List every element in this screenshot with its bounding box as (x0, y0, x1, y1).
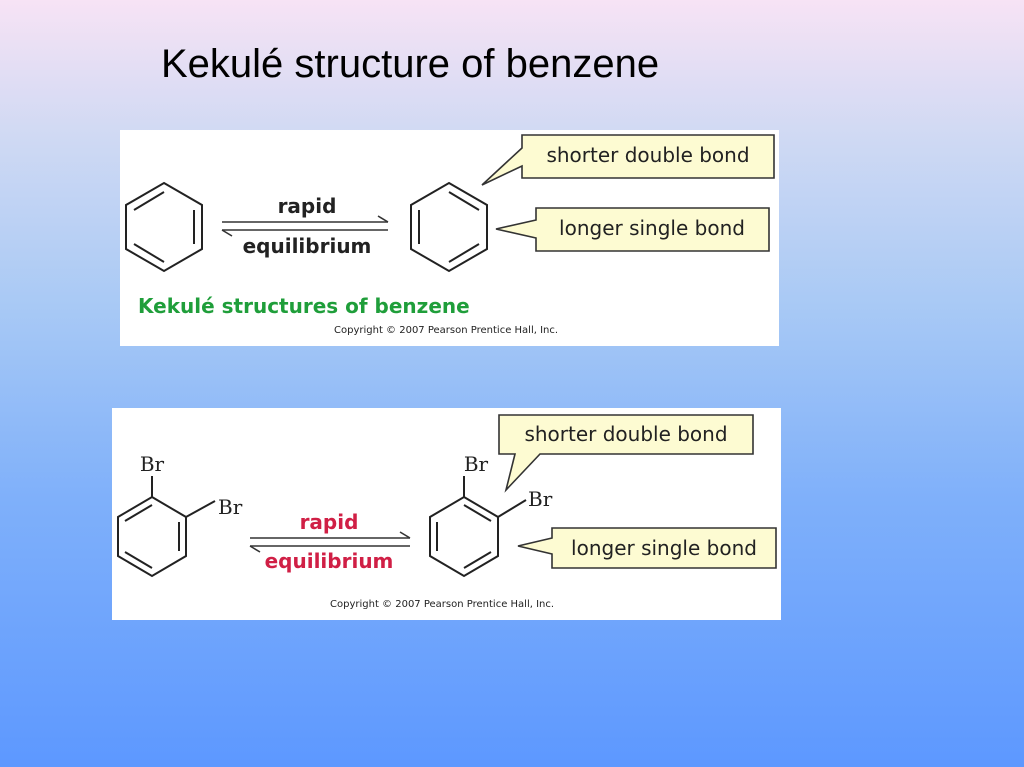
callout-shorter-double-bond: shorter double bond (481, 134, 775, 186)
dibromobenzene-ring-left (117, 476, 216, 578)
callout-longer-single-bond-label: longer single bond (571, 536, 757, 560)
kekule-benzene-figure: rapid equilibrium shorter double bond lo… (120, 130, 779, 346)
callout-shorter-double-bond-label: shorter double bond (546, 143, 749, 167)
figure-caption: Kekulé structures of benzene (138, 294, 470, 318)
callout-shorter-double-bond-label: shorter double bond (524, 422, 727, 446)
dibromobenzene-diagram: Br Br rapid equilibrium Br Br shorter do… (117, 414, 777, 610)
callout-longer-single-bond: longer single bond (495, 207, 770, 252)
dibromobenzene-ring-right (429, 476, 527, 578)
bromine-label-top-left: Br (140, 452, 165, 476)
kekule-benzene-diagram: rapid equilibrium shorter double bond lo… (125, 134, 775, 336)
callout-longer-single-bond: longer single bond (517, 527, 777, 569)
copyright-note: Copyright © 2007 Pearson Prentice Hall, … (334, 325, 558, 336)
copyright-note: Copyright © 2007 Pearson Prentice Hall, … (330, 599, 554, 610)
equilibrium-arrow (249, 531, 411, 553)
callout-longer-single-bond-label: longer single bond (559, 216, 745, 240)
bromine-label-side-left: Br (218, 495, 243, 519)
bromine-label-side-right: Br (528, 487, 553, 511)
benzene-ring-right (410, 181, 488, 273)
slide-title: Kekulé structure of benzene (161, 42, 660, 86)
dibromobenzene-figure: Br Br rapid equilibrium Br Br shorter do… (112, 408, 781, 620)
arrow-label-rapid: rapid (278, 194, 337, 218)
callout-shorter-double-bond: shorter double bond (498, 414, 754, 493)
equilibrium-arrow (221, 215, 389, 237)
arrow-label-equilibrium: equilibrium (243, 234, 372, 258)
arrow-label-rapid: rapid (300, 510, 359, 534)
benzene-ring-left (125, 181, 203, 273)
bromine-label-top-right: Br (464, 452, 489, 476)
arrow-label-equilibrium: equilibrium (265, 549, 394, 573)
